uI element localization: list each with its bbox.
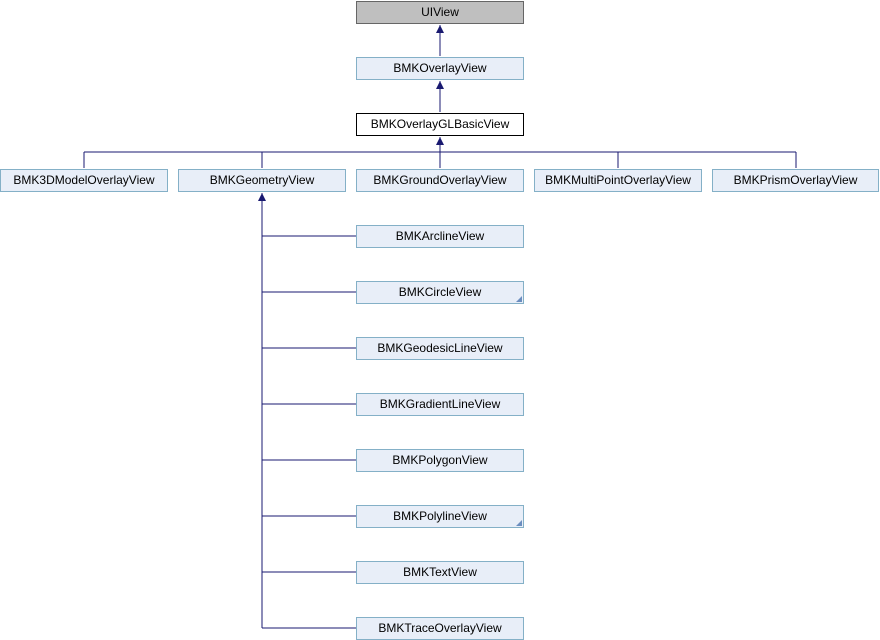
node-gradient-line-view[interactable]: BMKGradientLineView — [356, 393, 524, 416]
node-uiview: UIView — [356, 1, 524, 24]
node-multipoint-overlay-view[interactable]: BMKMultiPointOverlayView — [534, 169, 702, 192]
more-subclasses-corner-icon — [516, 520, 522, 526]
node-geodesic-line-view[interactable]: BMKGeodesicLineView — [356, 337, 524, 360]
node-circle-view-label: BMKCircleView — [398, 285, 482, 299]
node-ground-overlay-view[interactable]: BMKGroundOverlayView — [356, 169, 524, 192]
node-text-view[interactable]: BMKTextView — [356, 561, 524, 584]
node-circle-view[interactable]: BMKCircleView — [356, 281, 524, 304]
node-3dmodel-overlay-view[interactable]: BMK3DModelOverlayView — [0, 169, 168, 192]
node-geometry-view[interactable]: BMKGeometryView — [178, 169, 346, 192]
node-polygon-view[interactable]: BMKPolygonView — [356, 449, 524, 472]
node-prism-overlay-view[interactable]: BMKPrismOverlayView — [712, 169, 879, 192]
node-trace-overlay-view[interactable]: BMKTraceOverlayView — [356, 617, 524, 640]
node-polyline-view[interactable]: BMKPolylineView — [356, 505, 524, 528]
node-overlay-view[interactable]: BMKOverlayView — [356, 57, 524, 80]
node-polyline-view-label: BMKPolylineView — [393, 509, 487, 523]
node-overlay-gl-basic-view[interactable]: BMKOverlayGLBasicView — [356, 113, 524, 136]
node-arcline-view[interactable]: BMKArclineView — [356, 225, 524, 248]
more-subclasses-corner-icon — [516, 296, 522, 302]
